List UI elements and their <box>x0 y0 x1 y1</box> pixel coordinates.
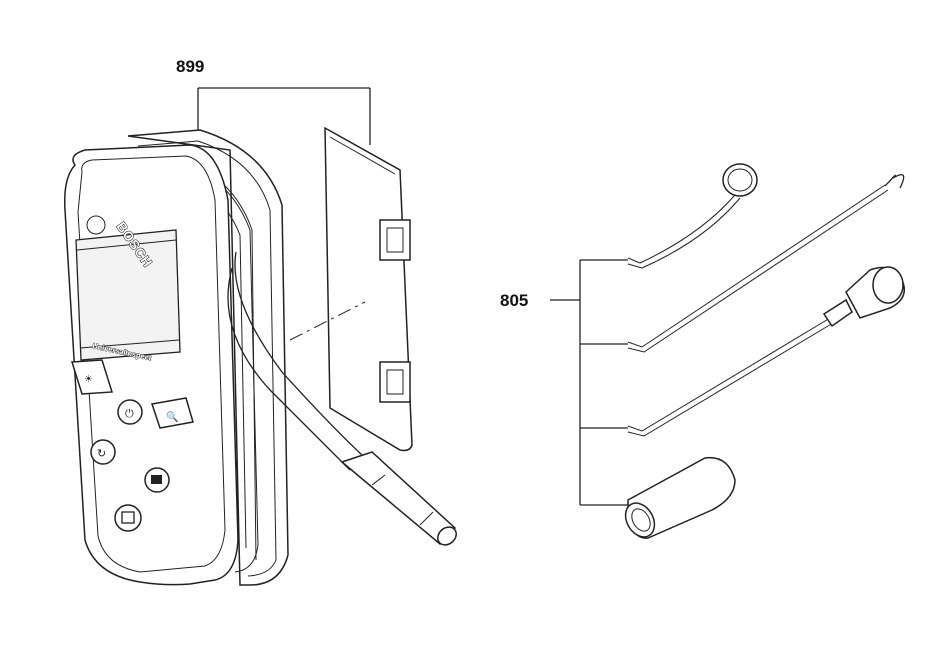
mirror-attachment <box>627 163 758 269</box>
camera-cable <box>227 251 457 546</box>
rotate-icon: ↻ <box>97 447 106 460</box>
zoom-icon: 🔍 <box>166 410 178 423</box>
cover-latch-bottom <box>379 361 411 403</box>
cover-latch-top <box>379 219 411 261</box>
magnet-attachment <box>627 266 905 437</box>
light-icon: ☀ <box>84 374 93 385</box>
display-screen <box>75 229 181 361</box>
capture-button[interactable] <box>144 467 170 493</box>
camera-icon <box>151 475 162 484</box>
part-number-899: 899 <box>176 57 204 76</box>
part-number-805: 805 <box>500 291 528 310</box>
rotate-button[interactable]: ↻ <box>90 439 116 465</box>
leader-bracket-805 <box>550 259 628 506</box>
light-button[interactable]: ☀ <box>71 359 113 395</box>
inspection-camera-device: BOSCH UniversalInspect ☀ 🔍 ⏻ ↻ <box>63 144 239 586</box>
camera-lens <box>437 526 457 546</box>
leader-bracket-899 <box>197 87 371 145</box>
power-icon: ⏻ <box>125 407 134 420</box>
bosch-emblem <box>86 215 106 235</box>
battery-cover <box>289 126 413 452</box>
power-button[interactable]: ⏻ <box>117 399 143 425</box>
zoom-button[interactable]: 🔍 <box>151 397 194 429</box>
camera-head <box>340 451 457 546</box>
tube-adapter <box>624 456 736 539</box>
gallery-icon <box>121 511 135 524</box>
hook-attachment <box>627 174 905 353</box>
gallery-button[interactable] <box>114 504 142 532</box>
